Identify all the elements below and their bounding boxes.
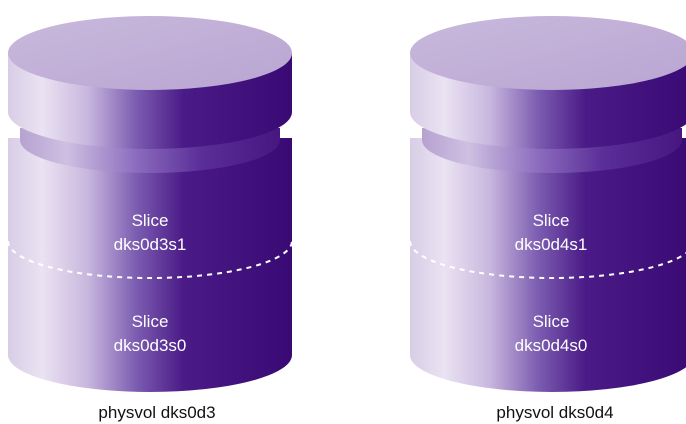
disk-body — [410, 138, 686, 392]
slice-label: Slice — [533, 312, 570, 331]
slice-name: dks0d4s1 — [515, 235, 588, 254]
disk-caption: physvol dks0d4 — [496, 403, 613, 422]
slice-dks0d3s0: Slice dks0d3s0 — [114, 312, 187, 355]
disk-dks0d4: Slice dks0d4s1 Slice dks0d4s0 physvol dk… — [409, 16, 686, 422]
slice-name: dks0d3s1 — [114, 235, 187, 254]
slice-label: Slice — [132, 211, 169, 230]
slice-dks0d4s0: Slice dks0d4s0 — [515, 312, 588, 355]
disk-cap — [8, 16, 292, 149]
slice-divider — [7, 240, 293, 279]
slice-divider — [409, 240, 686, 279]
disk-cap — [410, 16, 686, 149]
disk-dks0d3: Slice dks0d3s1 Slice dks0d3s0 physvol dk… — [7, 16, 293, 422]
slice-name: dks0d3s0 — [114, 336, 187, 355]
slice-label: Slice — [132, 312, 169, 331]
disk-top-surface — [410, 16, 686, 90]
disk-caption: physvol dks0d3 — [98, 403, 215, 422]
slice-dks0d3s1: Slice dks0d3s1 — [114, 211, 187, 254]
slice-label: Slice — [533, 211, 570, 230]
slice-dks0d4s1: Slice dks0d4s1 — [515, 211, 588, 254]
disk-body — [8, 138, 292, 392]
slice-name: dks0d4s0 — [515, 336, 588, 355]
disk-top-surface — [8, 16, 292, 90]
